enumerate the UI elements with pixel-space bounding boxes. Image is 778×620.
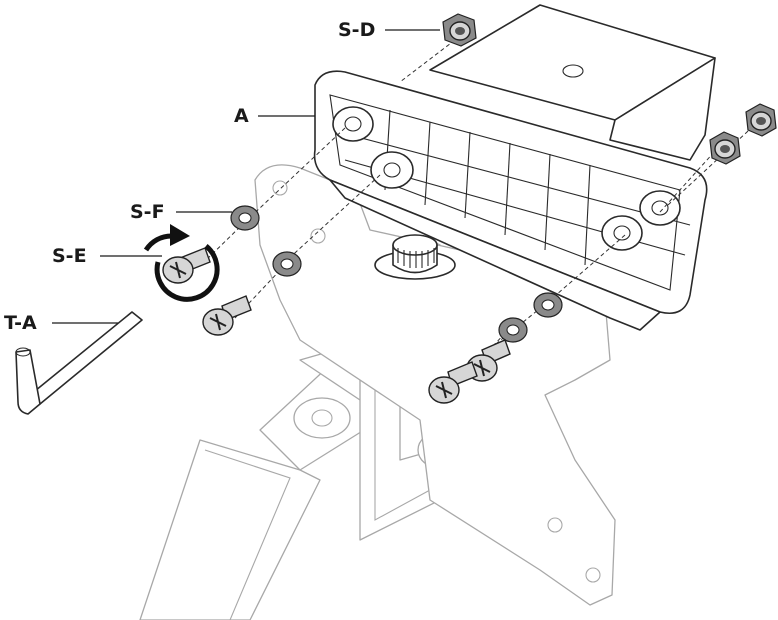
label-s-d: S-D: [338, 19, 375, 41]
screw-left-top: [162, 247, 211, 284]
label-a: A: [234, 105, 249, 127]
hex-nut-top: [442, 13, 477, 47]
boss-top-left: [332, 106, 374, 142]
boss-mid-left: [370, 151, 414, 189]
hex-nut-right-inner: [709, 131, 741, 165]
clockwise-rotation-arrow-icon: [143, 224, 220, 302]
tension-knob: [374, 234, 456, 280]
adapter-plate-a: [313, 70, 708, 331]
washer-right-bottom: [498, 317, 528, 343]
washer-right-top: [533, 292, 563, 318]
hex-nut-right-outer: [745, 103, 777, 137]
label-s-e: S-E: [52, 245, 87, 267]
screw-right-bottom: [428, 361, 478, 404]
washer-left-top: [230, 205, 260, 231]
washer-left-bottom: [272, 251, 302, 277]
boss-top-right: [639, 190, 681, 226]
leader-lines: [52, 29, 440, 324]
screw-left-bottom: [202, 295, 252, 336]
allen-key: [15, 311, 143, 415]
label-t-a: T-A: [4, 312, 37, 334]
label-s-f: S-F: [130, 201, 165, 223]
top-bracket: [429, 4, 716, 161]
boss-mid-right: [601, 215, 643, 251]
